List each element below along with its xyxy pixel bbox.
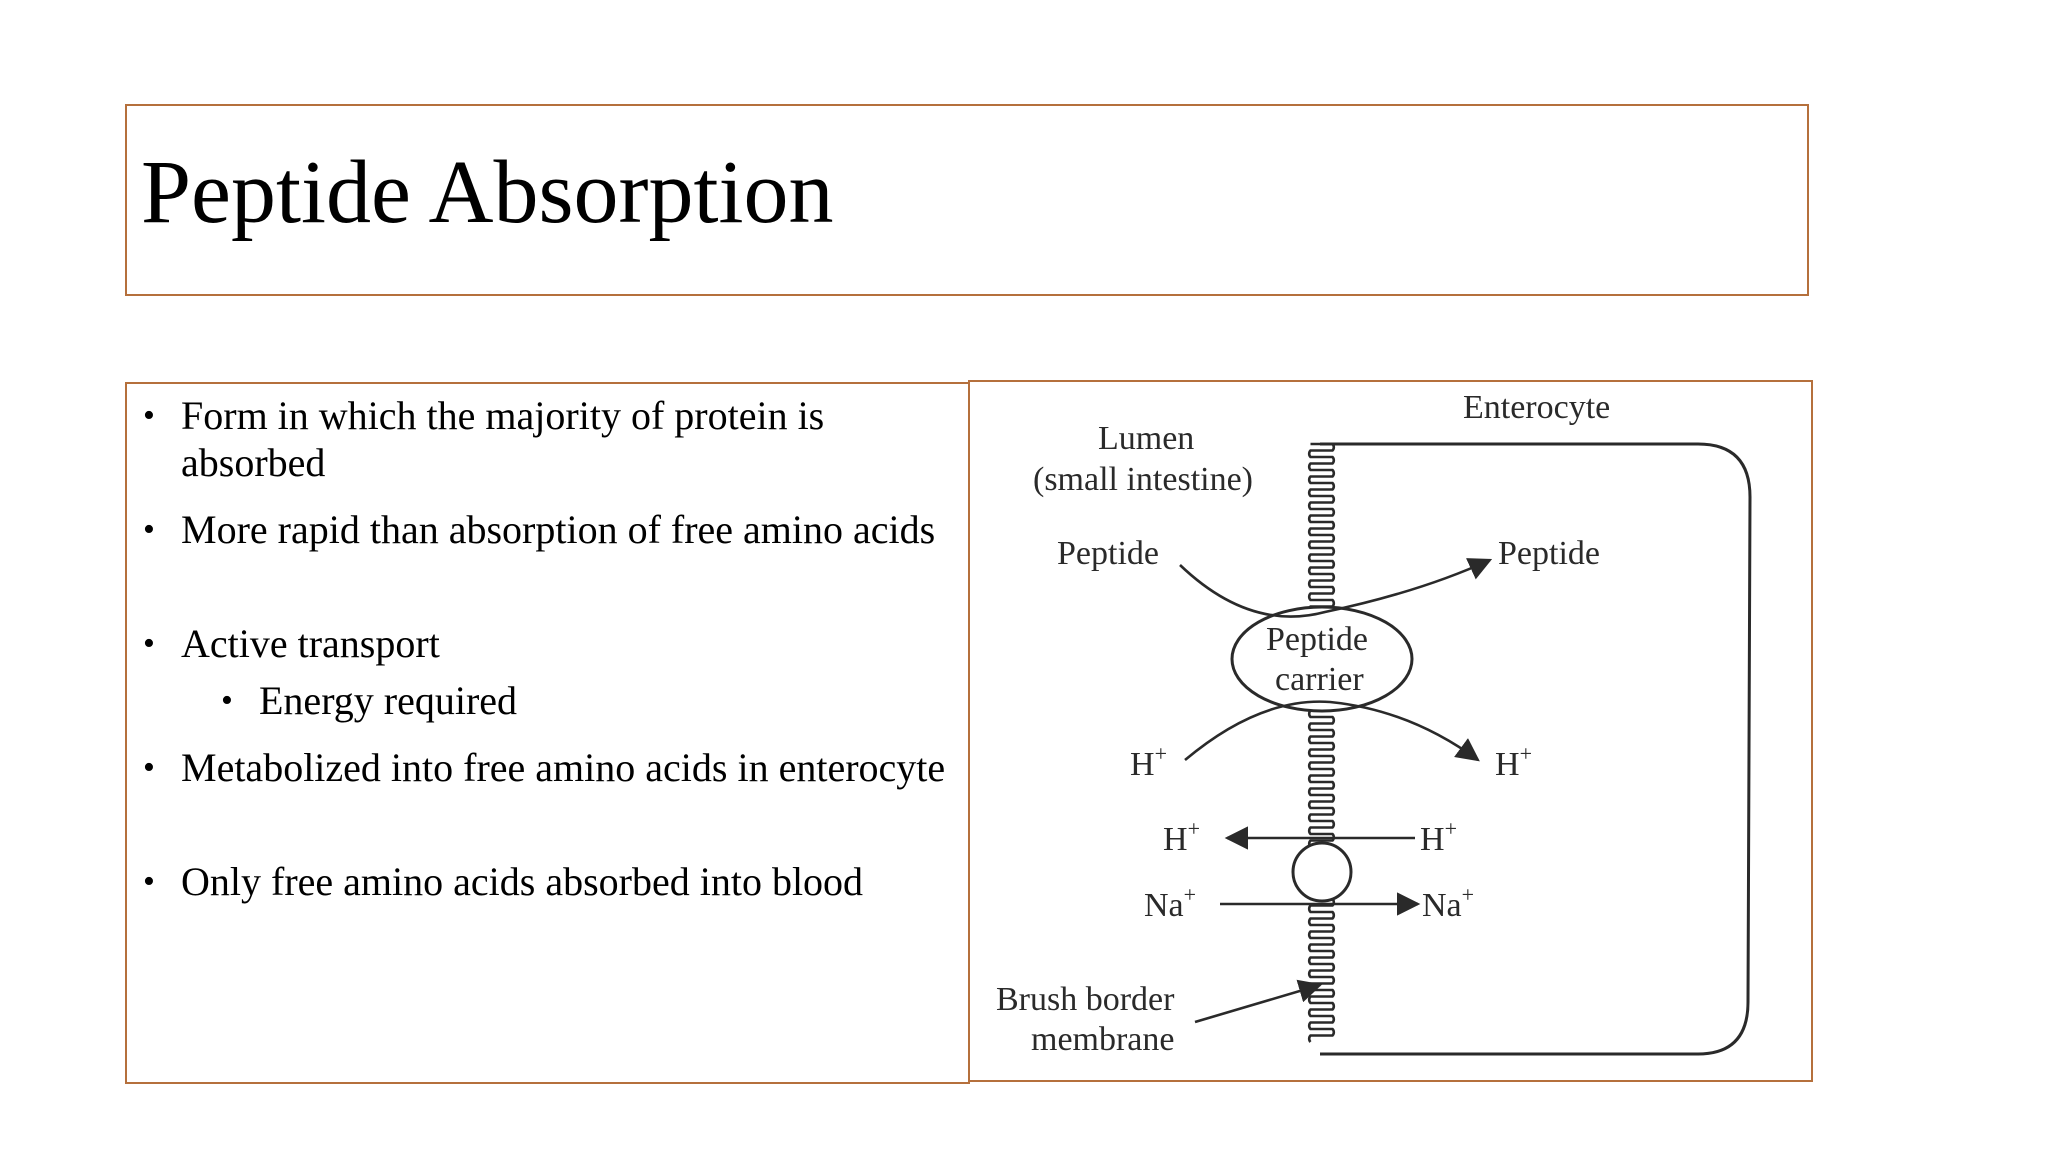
bullet-item: Only free amino acids absorbed into bloo… [143,858,961,905]
brush-border-microvilli [1307,442,1336,1043]
h-right-upper-label: H+ [1495,741,1532,783]
bullet-item: Active transport [143,620,961,667]
peptide-left-label: Peptide [1057,535,1159,572]
exchanger-circle [1291,841,1353,903]
h-left-upper-label: H+ [1130,741,1167,783]
lumen-label: Lumen [1098,420,1194,457]
h-right-lower-label: H+ [1420,816,1457,858]
brush-border-label-line2: membrane [1031,1021,1175,1058]
brush-border-label-line1: Brush border [996,981,1175,1018]
enterocyte-label: Enterocyte [1463,389,1610,426]
slide-title: Peptide Absorption [141,143,834,242]
sub-bullet-item: Energy required [221,677,959,724]
na-left-label: Na+ [1144,882,1196,924]
bullet-item: More rapid than absorption of free amino… [143,506,961,553]
bullet-content-box: Form in which the majority of protein is… [125,382,970,1084]
peptide-transport-diagram: Enterocyte Lumen (small intestine) Pepti… [968,380,1813,1082]
bullet-item: Metabolized into free amino acids in ent… [143,744,961,791]
peptide-arrow [1179,558,1493,618]
title-box: Peptide Absorption [125,104,1809,296]
carrier-label-line1: Peptide [1266,621,1368,658]
bullet-item: Form in which the majority of protein is… [143,392,961,486]
peptide-carrier-ellipse [1230,605,1414,713]
h-left-lower-label: H+ [1163,816,1200,858]
diagram-svg: Enterocyte Lumen (small intestine) Pepti… [996,389,1752,1058]
na-right-label: Na+ [1422,882,1474,924]
proton-cotransport-arrow [1184,700,1480,762]
lumen-sublabel: (small intestine) [1033,461,1253,498]
brush-border-pointer [1194,979,1323,1024]
enterocyte-outline [1320,442,1752,1056]
peptide-right-label: Peptide [1498,535,1600,572]
carrier-label-line2: carrier [1275,661,1364,698]
